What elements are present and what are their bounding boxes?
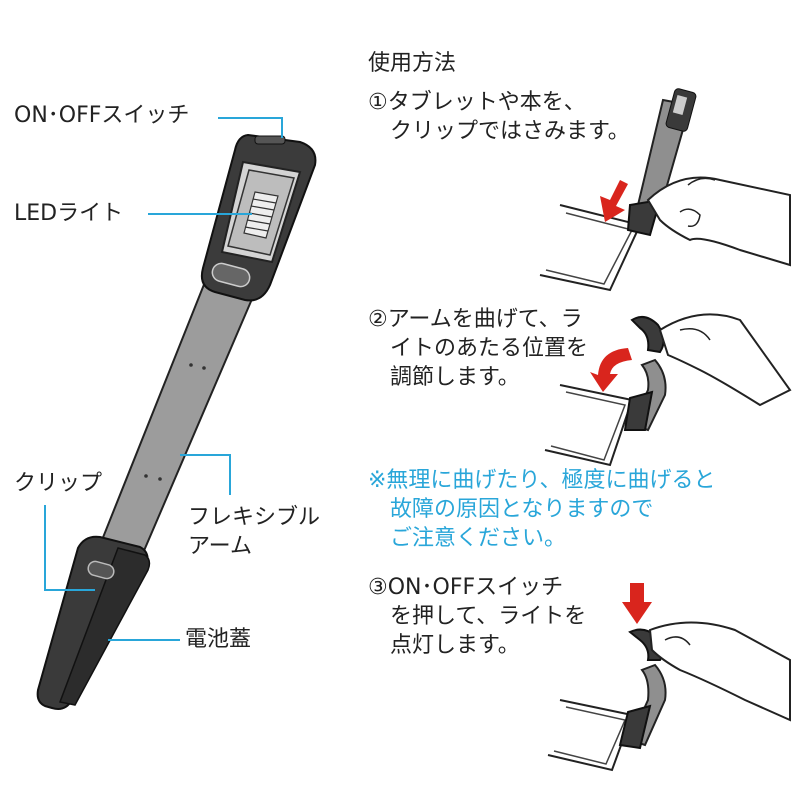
label-led-light: LEDライト: [14, 201, 124, 226]
clip-oval: [87, 560, 115, 580]
switch-button: [254, 135, 286, 145]
arm-dots: [144, 363, 206, 481]
step2-illustration: [544, 313, 792, 467]
callout-lines: [44, 117, 283, 641]
step3-illustration: [547, 583, 791, 772]
step3-text: ③ON･OFFスイッチ を押して、ライトを 点灯します。: [368, 575, 587, 658]
step1-text: ①タブレットや本を、 クリップではさみます。: [368, 90, 630, 144]
book-light-device: [36, 133, 317, 710]
label-flexible-arm: フレキシブル アーム: [188, 505, 321, 559]
head-oval: [211, 262, 251, 288]
instructions-title: 使用方法: [368, 51, 457, 76]
red-arrow-1: [600, 180, 628, 222]
callout-arm: [180, 454, 231, 495]
red-arrow-3: [622, 583, 652, 624]
battery-cover: [58, 547, 151, 706]
callout-switch: [218, 117, 283, 138]
led-light-icon: [243, 191, 279, 239]
caution-note: ※無理に曲げたり、極度に曲げると 故障の原因となりますので ご注意ください。: [368, 468, 716, 551]
label-battery-cover: 電池蓋: [185, 627, 252, 652]
red-arrow-2: [590, 348, 632, 392]
callout-clip: [44, 505, 95, 591]
step2-text: ②アームを曲げて、ラ イトのあたる位置を 調節します。: [368, 307, 589, 390]
step1-illustration: [539, 88, 791, 292]
label-on-off-switch: ON･OFFスイッチ: [14, 103, 190, 128]
label-clip: クリップ: [14, 471, 103, 496]
